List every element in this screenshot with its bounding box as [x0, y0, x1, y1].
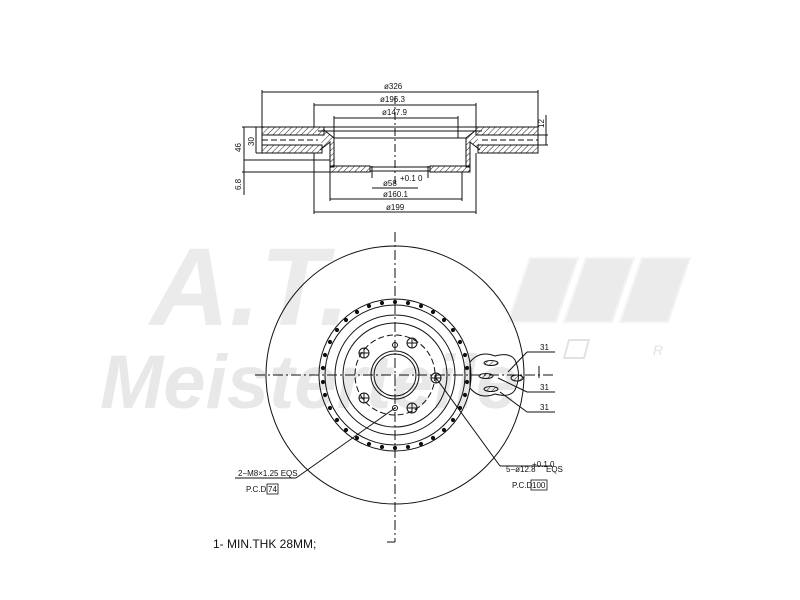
bolt-pcd-label: P.C.D [512, 481, 533, 490]
cooling-holes [320, 299, 470, 451]
dim-hat-outer-diameter: ø160.1 [383, 190, 408, 199]
note-min-thickness: 1- MIN.THK 28MM; [213, 537, 316, 551]
watermark-brand-top: A.T. [147, 226, 350, 349]
vane-label-1: 31 [540, 343, 549, 352]
dim-disc-thickness: 30 [247, 137, 256, 146]
registered-mark: R [653, 342, 663, 358]
registered-mark-box [562, 339, 591, 359]
thread-pcd-value: 74 [268, 485, 277, 494]
vane-label-3: 31 [540, 403, 549, 412]
bolt-pcd-value: 100 [532, 481, 546, 490]
front-view [235, 232, 555, 543]
dim-hat-top-diameter: ø147.9 [382, 108, 407, 117]
vane-label-2: 31 [540, 383, 549, 392]
watermark-stripes-logo [506, 257, 692, 323]
bolt-pcd-box [530, 479, 548, 491]
dim-vane-gap: 12 [537, 119, 546, 128]
dim-overall-height: 46 [234, 143, 243, 152]
dim-friction-inner-diameter: ø196.3 [380, 95, 405, 104]
bolt-holes-suffix: EQS [546, 465, 563, 474]
dim-hat-base-diameter: ø199 [386, 203, 405, 212]
watermark: A.T. Meisterteile R [100, 226, 692, 425]
dim-center-bore-tolerance: +0.1 0 [400, 174, 423, 183]
front-view-labels: 31 31 31 2−M8×1.25 EQS P.C.D 74 5−ø12.8 … [238, 343, 563, 495]
bolt-holes-tolerance: +0.1 0 [532, 460, 555, 469]
dim-center-bore: ø58 [383, 179, 397, 188]
dim-hub-thickness: 6.8 [234, 178, 243, 190]
bolt-holes-callout: 5−ø12.8 [506, 465, 536, 474]
thread-holes-callout: 2−M8×1.25 EQS [238, 469, 298, 478]
section-dimension-labels: ø326 ø196.3 ø147.9 ø58 +0.1 0 ø160.1 ø19… [234, 82, 546, 212]
dim-outer-diameter: ø326 [384, 82, 403, 91]
section-view [242, 90, 548, 214]
thread-pcd-label: P.C.D [246, 485, 267, 494]
thread-pcd-box [266, 483, 279, 495]
watermark-brand-bottom: Meisterteile [100, 340, 518, 425]
